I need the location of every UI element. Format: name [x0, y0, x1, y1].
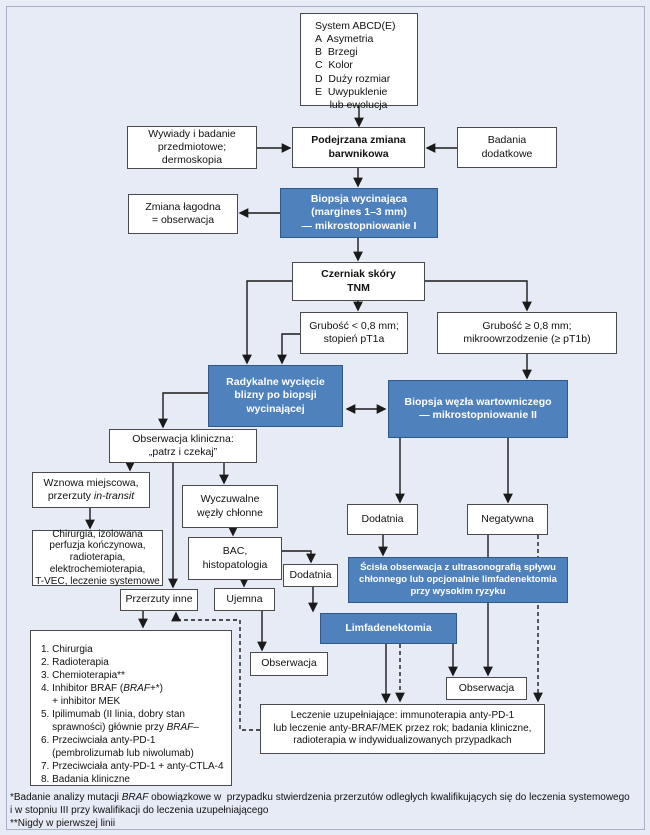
list-item: 8. Badania kliniczne: [41, 774, 130, 785]
list-item: 5. Ipilimumab (II linia, dobry stan spra…: [41, 709, 199, 733]
box-system-abcde: System ABCD(E) A Asymetria B Brzegi C Ko…: [300, 13, 418, 111]
box-czerniak-tnm: Czerniak skóry TNM: [292, 262, 425, 301]
wznowa-text: Wznowa miejscowa, przerzuty in-transit: [43, 477, 138, 503]
treatment-options-list: 1. Chirurgia 2. Radioterapia 3. Chemiote…: [31, 631, 230, 786]
list-item: 1. Chirurgia: [41, 644, 93, 655]
list-item: 6. Przeciwciała anty-PD-1 (pembrolizumab…: [41, 735, 194, 759]
obserwacja-right-text: Obserwacja: [458, 681, 515, 694]
box-ujemna: Ujemna: [214, 588, 275, 611]
box-radykalne-wyciecie: Radykalne wycięcie blizny po biopsji wyc…: [208, 365, 343, 427]
list-item: 4. Inhibitor BRAF (BRAF+*) + inhibitor M…: [41, 683, 163, 707]
obserwacja-left-text: Obserwacja: [261, 657, 317, 670]
leczenie-text: Leczenie uzupełniające: immunoterapia an…: [273, 710, 532, 747]
grubosc-ge-text: Grubość ≥ 0,8 mm; mikroowrzodzenie (≥ pT…: [463, 319, 591, 345]
chirurgia-text: Chirurgia, izolowana perfuzja kończynowa…: [35, 528, 160, 587]
wznowa-text-italic: in-transit: [93, 490, 135, 502]
negatywna-text: Negatywna: [481, 512, 534, 525]
box-limfadenektomia: Limfadenektomia: [320, 613, 457, 644]
box-leczenie-uzupelniajace: Leczenie uzupełniające: immunoterapia an…: [260, 704, 545, 754]
biopsja-wycinajaca-text: Biopsja wycinająca (margines 1–3 mm) — m…: [301, 193, 417, 232]
footnotes: *Badanie analizy mutacji BRAF obowiązkow…: [10, 791, 642, 830]
zmiana-lagodna-text: Zmiana łagodna = obserwacja: [145, 200, 221, 226]
footnote-braf: *Badanie analizy mutacji BRAF obowiązkow…: [10, 792, 630, 816]
wznowa-text-pre: Wznowa miejscowa, przerzuty: [43, 476, 139, 502]
przerzuty-inne-text: Przerzuty inne: [125, 593, 193, 606]
box-wywiady: Wywiady i badanie przedmiotowe; dermosko…: [127, 126, 257, 169]
box-chirurgia-perfuzja: Chirurgia, izolowana perfuzja kończynowa…: [32, 528, 163, 587]
box-podejrzana-zmiana: Podejrzana zmiana barwnikowa: [292, 127, 425, 168]
box-opcje-leczenia: 1. Chirurgia 2. Radioterapia 3. Chemiote…: [30, 630, 232, 786]
box-bac-histopatologia: BAC, histopatologia: [188, 537, 282, 580]
outer-border: [6, 6, 645, 830]
radykalne-text: Radykalne wycięcie blizny po biopsji wyc…: [226, 376, 325, 415]
dodatnia-right-text: Dodatnia: [361, 512, 404, 525]
box-negatywna: Negatywna: [467, 504, 548, 535]
wyczuwalne-text: Wyczuwalne węzły chłonne: [197, 493, 263, 519]
biopsja-wezla-text: Biopsja węzła wartowniczego — mikrostopn…: [404, 395, 552, 421]
footnote-nigdy: **Nigdy w pierwszej linii: [10, 818, 116, 829]
box-obserwacja-right: Obserwacja: [446, 677, 527, 700]
limfadenektomia-text: Limfadenektomia: [345, 621, 432, 634]
box-wyczuwalne-wezly: Wyczuwalne węzły chłonne: [182, 485, 278, 528]
abcde-text: System ABCD(E) A Asymetria B Brzegi C Ko…: [315, 20, 396, 111]
bac-text: BAC, histopatologia: [202, 545, 268, 571]
box-grubosc-ge-08: Grubość ≥ 0,8 mm; mikroowrzodzenie (≥ pT…: [437, 312, 617, 354]
scisla-text: Ścisła obserwacja z ultrasonografią spły…: [359, 562, 557, 597]
box-przerzuty-inne: Przerzuty inne: [120, 589, 198, 611]
box-zmiana-lagodna: Zmiana łagodna = obserwacja: [128, 194, 238, 234]
badania-text: Badania dodatkowe: [481, 134, 533, 160]
grubosc-lt-text: Grubość < 0,8 mm; stopień pT1a: [309, 319, 399, 345]
box-biopsja-wycinajaca: Biopsja wycinająca (margines 1–3 mm) — m…: [280, 188, 438, 238]
box-obserwacja-left: Obserwacja: [250, 652, 328, 676]
list-item: 7. Przeciwciała anty-PD-1 + anty-CTLA-4: [41, 761, 224, 772]
box-dodatnia-mid: Dodatnia: [283, 564, 338, 587]
box-biopsja-wezla: Biopsja węzła wartowniczego — mikrostopn…: [388, 380, 568, 438]
podejrzana-text: Podejrzana zmiana barwnikowa: [311, 134, 406, 160]
box-badania-dodatkowe: Badania dodatkowe: [457, 127, 557, 168]
box-scisla-obserwacja: Ścisła obserwacja z ultrasonografią spły…: [348, 557, 568, 603]
box-dodatnia-right: Dodatnia: [347, 504, 418, 535]
box-obserwacja-kliniczna: Obserwacja kliniczna: „patrz i czekaj”: [109, 429, 257, 463]
obserwacja-kliniczna-text: Obserwacja kliniczna: „patrz i czekaj”: [132, 432, 234, 458]
ujemna-text: Ujemna: [226, 592, 263, 605]
list-item: 2. Radioterapia: [41, 657, 109, 668]
dodatnia-mid-text: Dodatnia: [289, 568, 332, 581]
wywiady-text: Wywiady i badanie przedmiotowe; dermosko…: [148, 127, 236, 167]
czerniak-tnm-text: Czerniak skóry TNM: [321, 268, 396, 294]
box-grubosc-lt-08: Grubość < 0,8 mm; stopień pT1a: [300, 312, 408, 354]
box-wznowa: Wznowa miejscowa, przerzuty in-transit: [32, 472, 150, 508]
list-item: 3. Chemioterapia**: [41, 670, 125, 681]
